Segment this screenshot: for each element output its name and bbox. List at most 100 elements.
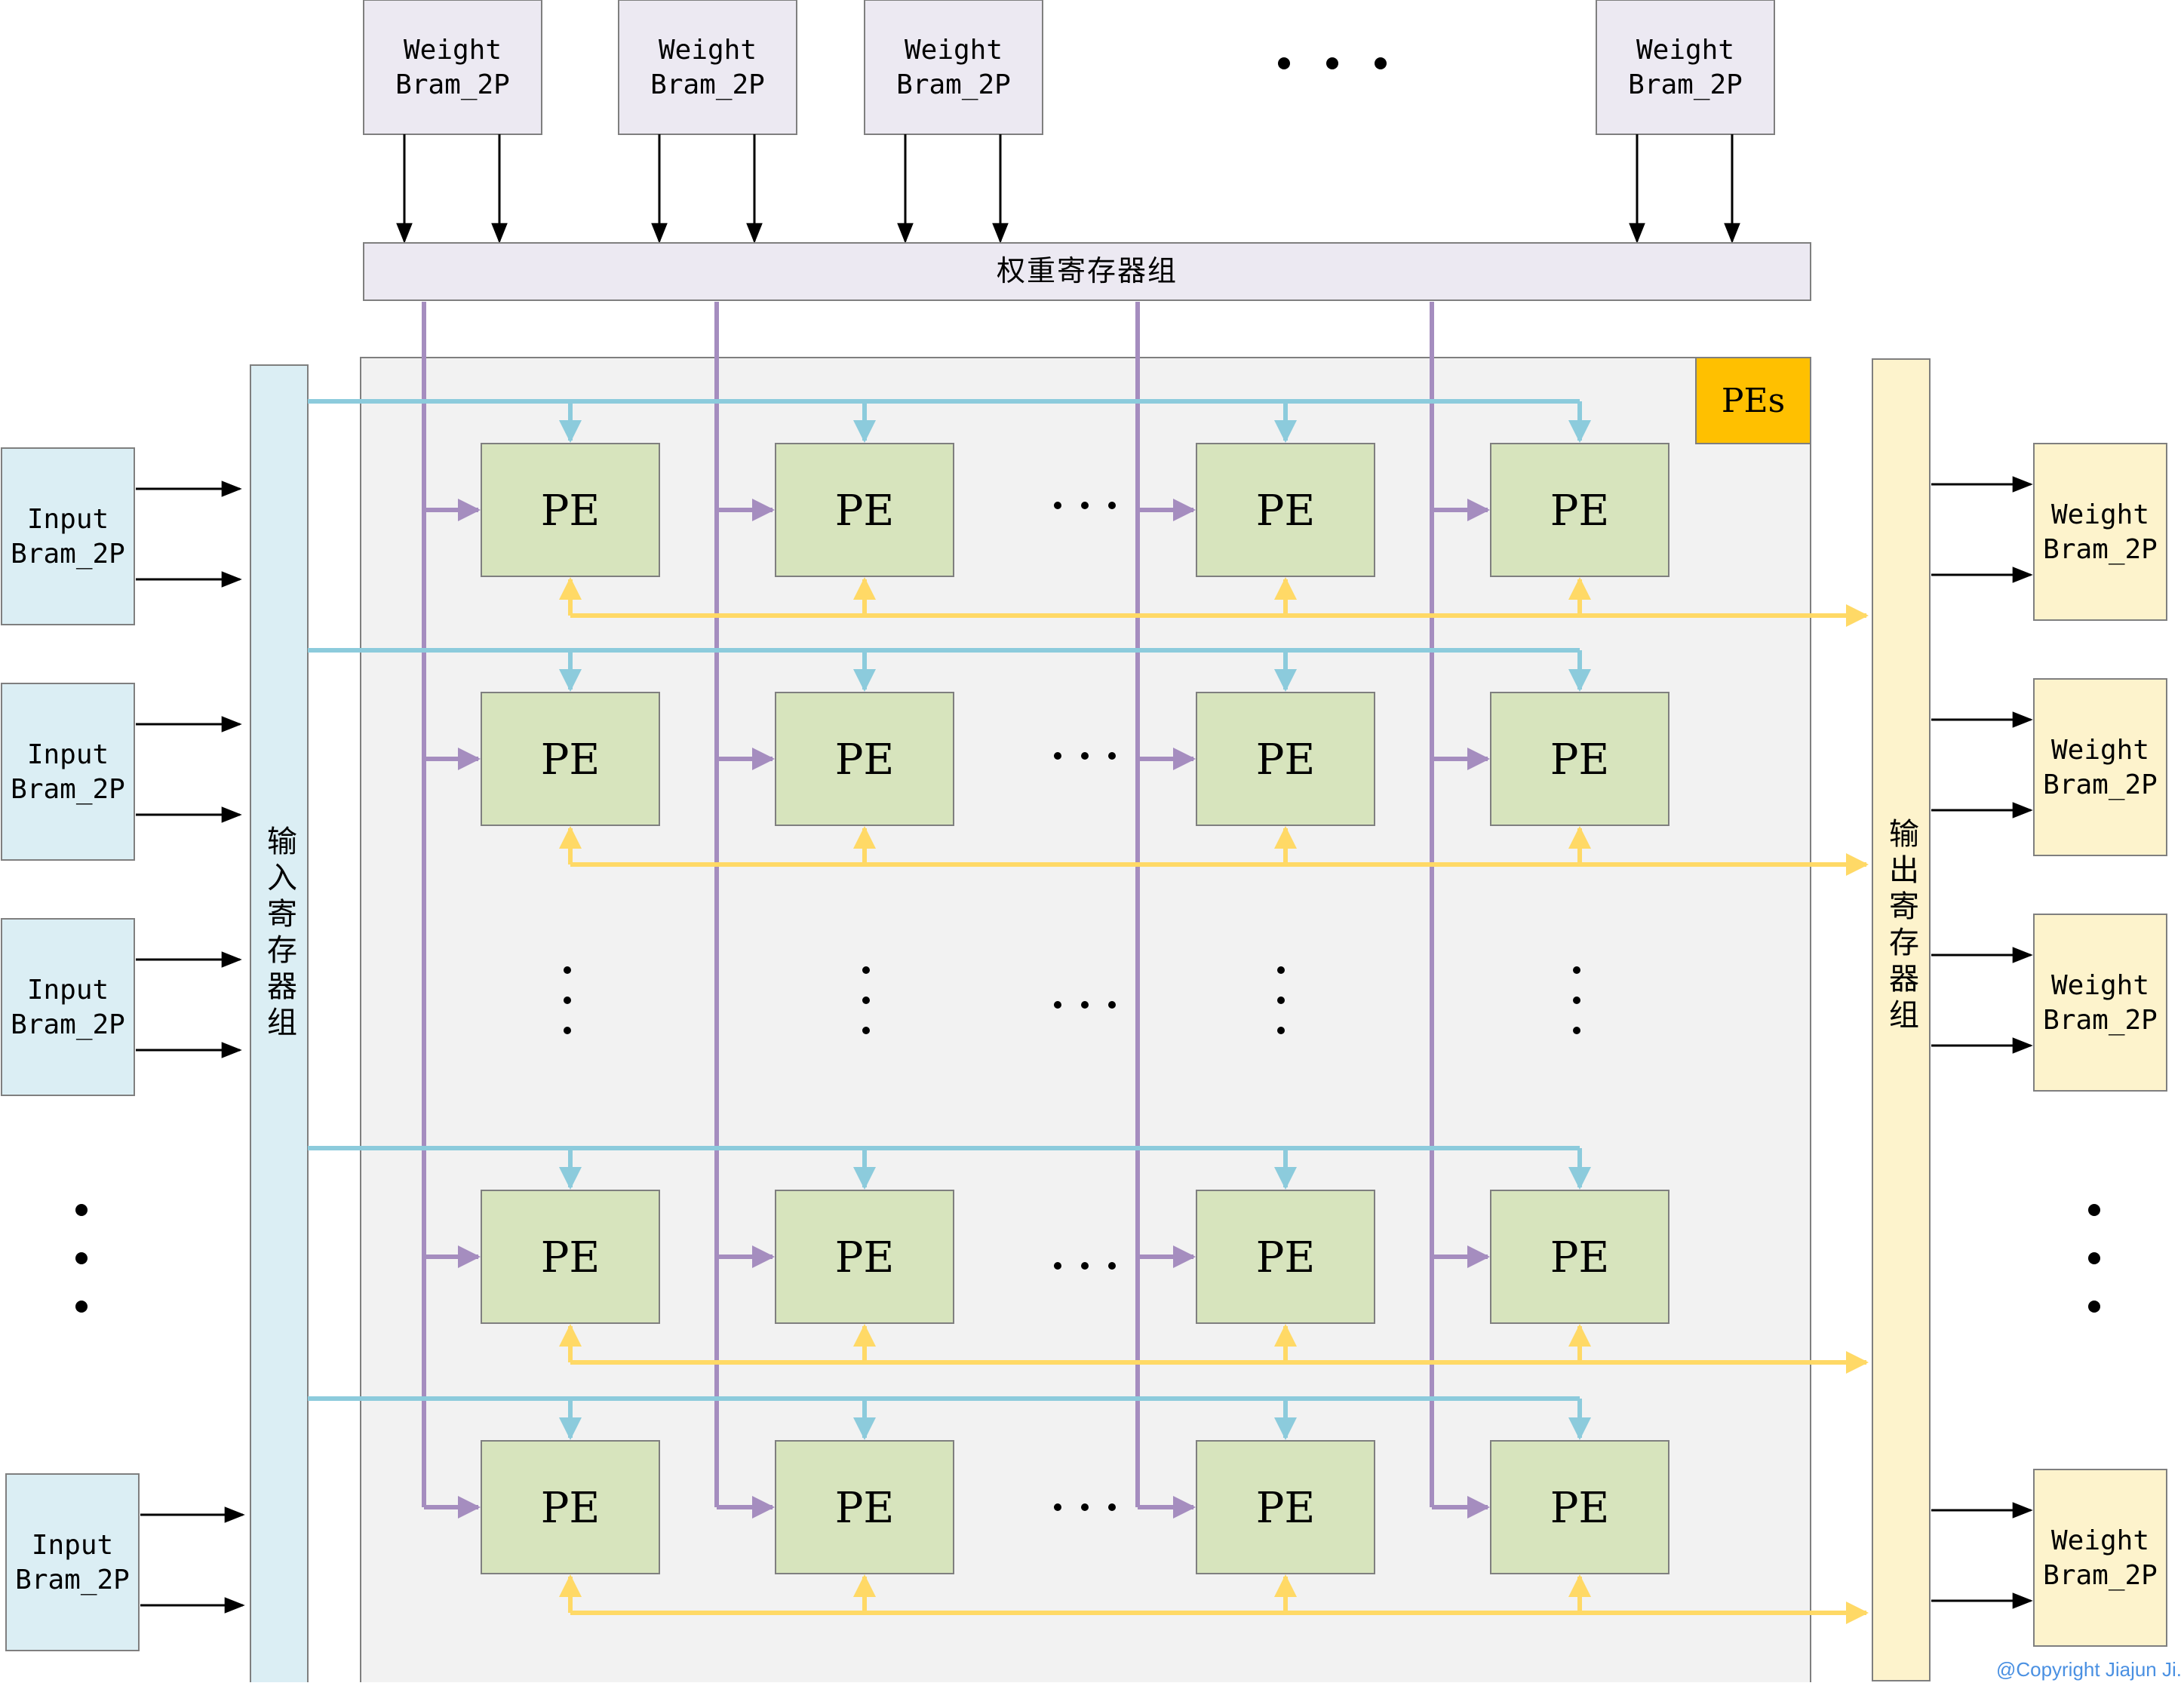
pe-cell: PE <box>775 692 954 826</box>
output-bram-line2: Bram_2P <box>2043 1005 2158 1036</box>
pe-box <box>481 692 660 826</box>
pe-label: PE <box>541 736 601 785</box>
pe-grid-ellipsis <box>564 502 1580 1511</box>
output-bram-line1: Weight <box>2051 499 2149 530</box>
input-bram-arrows <box>136 481 245 1614</box>
output-bram-line1: Weight <box>2051 970 2149 1001</box>
pe-label: PE <box>1550 736 1610 785</box>
top-bram-arrows <box>396 134 1740 244</box>
pe-box <box>1196 443 1375 577</box>
pe-box <box>775 692 954 826</box>
pe-box <box>481 1190 660 1324</box>
input-bram-line2: Bram_2P <box>15 1565 130 1595</box>
output-bram-line2: Bram_2P <box>2043 769 2158 800</box>
output-bram-line1: Weight <box>2051 735 2149 766</box>
pe-box <box>1490 1190 1669 1324</box>
pe-box <box>1196 1190 1375 1324</box>
input-bram-line1: Input <box>27 504 109 535</box>
input-bram-line1: Input <box>32 1530 113 1561</box>
pe-label: PE <box>835 1484 895 1533</box>
output-bram-arrows <box>1931 476 2033 1609</box>
weight-bram-line2: Bram_2P <box>1628 69 1743 100</box>
pe-cell: PE <box>1490 443 1669 577</box>
top-weight-bram-0: Weight Bram_2P <box>363 0 542 135</box>
input-bram-line2: Bram_2P <box>11 774 125 805</box>
pe-box <box>481 1440 660 1574</box>
input-bram-2: Input Bram_2P <box>1 918 135 1096</box>
pe-label: PE <box>835 487 895 536</box>
weight-bram-line1: Weight <box>1636 35 1734 66</box>
pe-label: PE <box>1256 487 1316 536</box>
pe-label: PE <box>1550 487 1610 536</box>
pes-label: PEs <box>1722 382 1785 420</box>
right-ellipsis <box>2088 1204 2100 1313</box>
pe-label: PE <box>835 1233 895 1282</box>
pe-box <box>481 443 660 577</box>
output-bram-3: Weight Bram_2P <box>2033 1469 2167 1647</box>
pe-label: PE <box>541 1484 601 1533</box>
input-register-label: 输入寄存器组 <box>262 825 296 1043</box>
pe-cell: PE <box>775 1190 954 1324</box>
output-register-bar: 输出寄存器组 <box>1872 358 1931 1681</box>
pe-box <box>775 1440 954 1574</box>
input-bram-line1: Input <box>27 975 109 1006</box>
output-register-label: 输出寄存器组 <box>1884 818 1918 1035</box>
pe-label: PE <box>1256 1233 1316 1282</box>
pe-cell: PE <box>481 692 660 826</box>
pe-label: PE <box>541 487 601 536</box>
pe-cell: PE <box>1196 692 1375 826</box>
data-flow-lines <box>308 302 1869 1624</box>
input-bram-1: Input Bram_2P <box>1 683 135 861</box>
weight-register-label: 权重寄存器组 <box>997 254 1178 287</box>
pes-badge: PEs <box>1695 357 1811 444</box>
input-bram-3: Input Bram_2P <box>5 1473 140 1651</box>
top-weight-bram-3: Weight Bram_2P <box>1596 0 1775 135</box>
pe-box <box>775 443 954 577</box>
weight-bram-line1: Weight <box>404 35 502 66</box>
pe-box <box>1196 692 1375 826</box>
pe-box <box>775 1190 954 1324</box>
weight-bram-line1: Weight <box>905 35 1003 66</box>
top-ellipsis <box>1278 57 1387 69</box>
top-weight-bram-1: Weight Bram_2P <box>618 0 797 135</box>
pe-box <box>1490 692 1669 826</box>
weight-bram-line2: Bram_2P <box>395 69 510 100</box>
pe-cell: PE <box>1490 692 1669 826</box>
left-ellipsis <box>75 1204 88 1313</box>
pe-label: PE <box>1256 1484 1316 1533</box>
output-bram-1: Weight Bram_2P <box>2033 678 2167 856</box>
pe-label: PE <box>541 1233 601 1282</box>
weight-bram-line2: Bram_2P <box>896 69 1011 100</box>
pe-cell: PE <box>775 443 954 577</box>
copyright-text: @Copyright Jiajun Ji. <box>1996 1658 2182 1681</box>
pe-cell: PE <box>481 1440 660 1574</box>
pe-cell: PE <box>1490 1440 1669 1574</box>
pe-cell: PE <box>1490 1190 1669 1324</box>
input-bram-line2: Bram_2P <box>11 539 125 570</box>
weight-register-bar: 权重寄存器组 <box>363 242 1811 301</box>
pe-label: PE <box>835 736 895 785</box>
input-bram-0: Input Bram_2P <box>1 447 135 625</box>
weight-bram-line1: Weight <box>659 35 757 66</box>
input-bram-line1: Input <box>27 739 109 770</box>
input-register-bar: 输入寄存器组 <box>250 364 309 1686</box>
pe-label: PE <box>1256 736 1316 785</box>
pe-box <box>1196 1440 1375 1574</box>
input-bram-line2: Bram_2P <box>11 1009 125 1040</box>
pe-cell: PE <box>481 1190 660 1324</box>
output-bram-line2: Bram_2P <box>2043 1560 2158 1591</box>
output-bram-2: Weight Bram_2P <box>2033 914 2167 1092</box>
output-bram-0: Weight Bram_2P <box>2033 443 2167 621</box>
output-bram-line1: Weight <box>2051 1525 2149 1556</box>
pe-label: PE <box>1550 1233 1610 1282</box>
pe-cell: PE <box>775 1440 954 1574</box>
pe-box <box>1490 443 1669 577</box>
top-weight-bram-2: Weight Bram_2P <box>864 0 1043 135</box>
pe-label: PE <box>1550 1484 1610 1533</box>
pe-cell: PE <box>481 443 660 577</box>
pe-cell: PE <box>1196 1190 1375 1324</box>
weight-bram-line2: Bram_2P <box>650 69 765 100</box>
output-bram-line2: Bram_2P <box>2043 534 2158 565</box>
